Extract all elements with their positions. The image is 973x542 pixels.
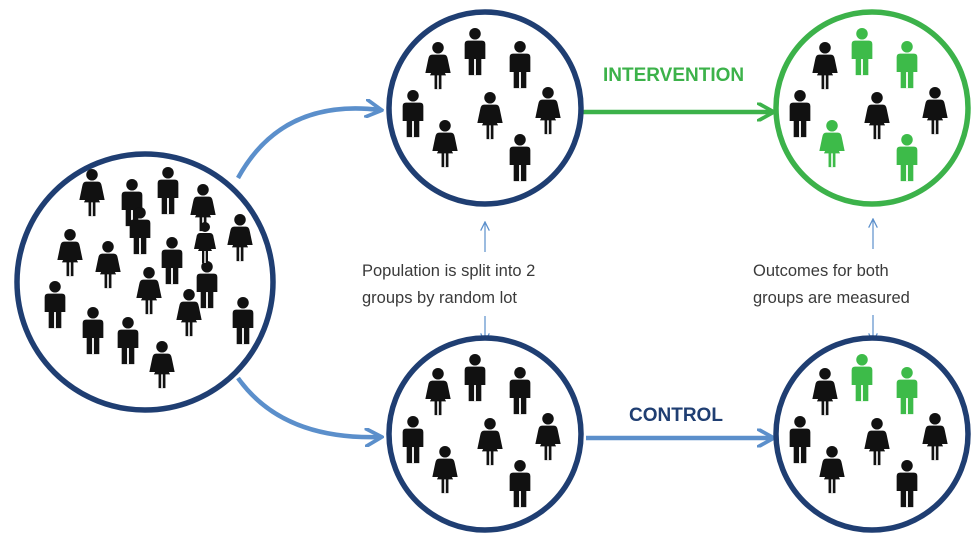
intervention-label: INTERVENTION [603,65,744,86]
outcome-note-line-2: groups are measured [753,289,910,307]
outcome-note-line-1: Outcomes for both [753,262,889,280]
control-label: CONTROL [629,405,723,426]
split-note-line-2: groups by random lot [362,289,517,307]
population-to-control-arrow [236,376,380,437]
population-to-intervention-arrow [236,108,380,180]
split-note-line-1: Population is split into 2 [362,262,535,280]
